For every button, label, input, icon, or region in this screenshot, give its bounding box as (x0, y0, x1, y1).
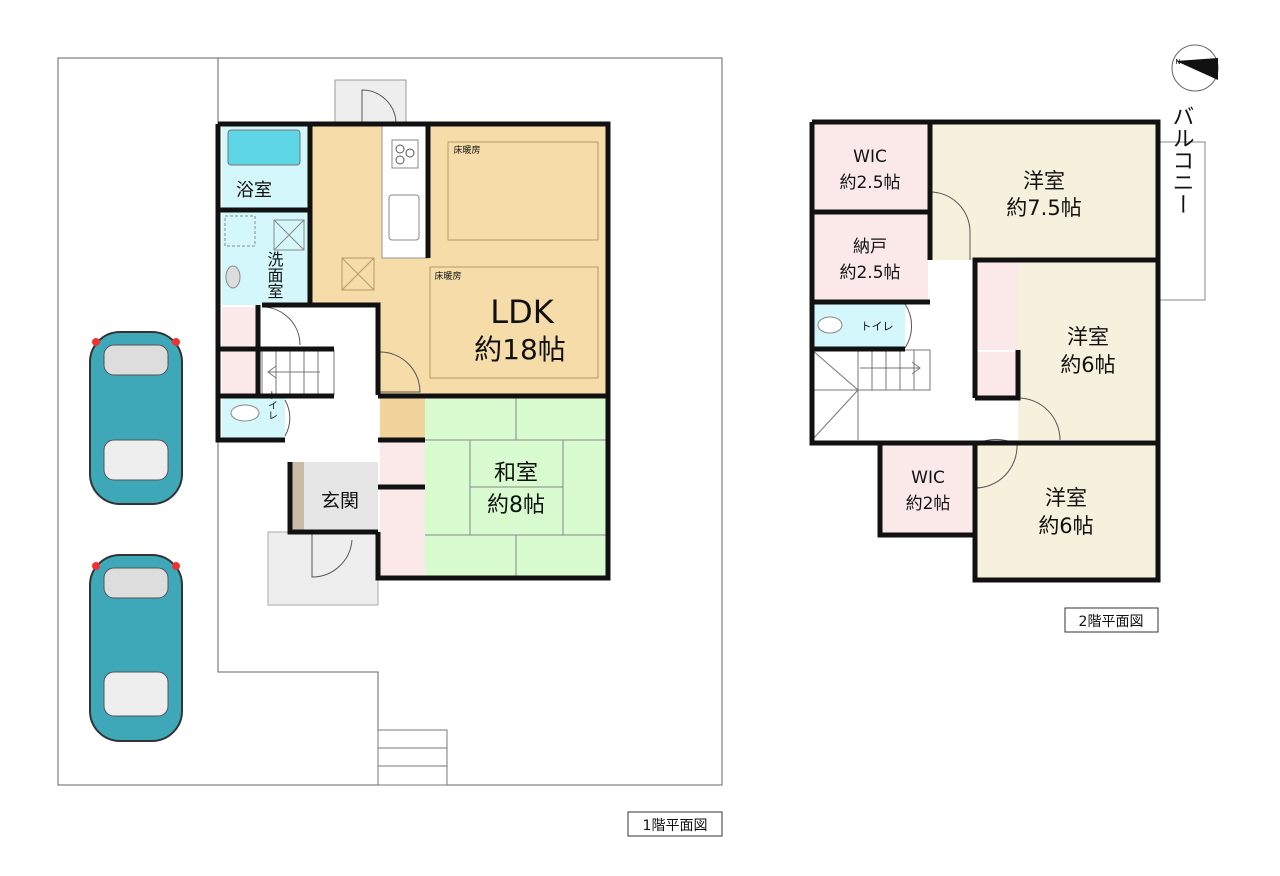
balcony (1157, 141, 1206, 301)
washbasin-icon (225, 265, 241, 289)
room-size-washitsu: 約8帖 (487, 493, 545, 518)
staircase (811, 349, 931, 441)
door-swing (379, 351, 421, 393)
tatami-lines (425, 398, 608, 578)
walls-floor2 (809, 119, 1161, 583)
wic-room (812, 122, 928, 212)
floor-1: 浴室 洗面室 トイレ 床暖房 床暖房 LDK 約18帖 和室 約8帖 玄関 1階… (57, 57, 723, 837)
back-porch (334, 79, 407, 125)
floor-heating-area (447, 141, 599, 241)
skylight-icon (341, 257, 375, 291)
room-label-wic-2: WIC (911, 468, 945, 488)
western-room-1 (930, 122, 1158, 260)
floor-heating-label: 床暖房 (453, 144, 480, 156)
room-label-bath: 浴室 (236, 180, 272, 201)
room-label-western-1: 洋室 (1023, 169, 1065, 193)
room-size-storage: 約2.5帖 (839, 263, 900, 283)
closet (975, 352, 1018, 398)
floor1-caption-box (627, 811, 723, 837)
closet (222, 307, 258, 349)
floor-2: WIC 約2.5帖 洋室 約7.5帖 納戸 約2.5帖 トイレ 洋室 約6帖 W… (809, 44, 1219, 633)
room-label-wic: WIC (853, 147, 887, 167)
floor-heating-label: 床暖房 (434, 270, 461, 282)
toilet-icon (817, 316, 843, 334)
room-size-western-2: 約6帖 (1060, 353, 1115, 377)
western-room-3 (975, 443, 1158, 580)
shoe-cabinet (290, 462, 304, 530)
door-swing (929, 191, 971, 260)
room-label-washroom: 洗面室 (265, 251, 284, 299)
washer-space (224, 215, 256, 247)
porch (267, 531, 379, 606)
door-swing (284, 399, 291, 437)
closet (222, 351, 258, 395)
staircase (261, 349, 335, 396)
storage-room (812, 212, 928, 302)
wic-room-2 (880, 443, 975, 535)
room-size-western-1: 約7.5帖 (1006, 196, 1081, 220)
western-room-2 (1018, 262, 1158, 440)
room-label-washitsu: 和室 (494, 461, 538, 486)
door-swing (311, 532, 353, 578)
room-label-western-2: 洋室 (1067, 325, 1109, 349)
steps (377, 729, 448, 786)
room-label-western-3: 洋室 (1045, 486, 1087, 510)
room-size-wic-2: 約2帖 (906, 494, 951, 514)
door-swing (904, 303, 913, 349)
balcony-label: バルコニー (1169, 105, 1194, 215)
closet (380, 442, 425, 486)
room-size-wic: 約2.5帖 (839, 173, 900, 193)
floor1-caption: 1階平面図 (643, 818, 708, 834)
room-label-toilet: トイレ (266, 390, 278, 420)
closet (975, 262, 1018, 350)
entrance-area (290, 462, 378, 530)
walls-floor1 (215, 121, 611, 581)
floor2-caption: 2階平面図 (1079, 614, 1144, 630)
svg-text:N: N (1175, 58, 1180, 66)
door-swing (261, 306, 301, 346)
room-label-storage: 納戸 (853, 237, 887, 257)
floor2-caption-box (1064, 607, 1159, 633)
washroom (222, 212, 310, 305)
closet (380, 488, 425, 578)
bathtub-icon (227, 129, 301, 166)
door-swing (361, 89, 397, 125)
vent-icon (273, 219, 305, 251)
toilet-icon (230, 404, 260, 422)
floor-heating-area (429, 266, 599, 379)
room-label-ldk: LDK (490, 293, 554, 331)
car-icon (89, 554, 183, 742)
door-swing (1017, 397, 1061, 441)
room-size-western-3: 約6帖 (1038, 514, 1093, 538)
north-compass-icon: N (1171, 44, 1219, 92)
car-icon (89, 331, 183, 505)
room-label-entrance: 玄関 (321, 490, 359, 512)
room-label-toilet: トイレ (861, 320, 894, 333)
door-swing (974, 438, 1018, 489)
hall-floor (380, 398, 425, 440)
sink-icon (388, 194, 420, 241)
room-size-ldk: 約18帖 (474, 333, 566, 366)
